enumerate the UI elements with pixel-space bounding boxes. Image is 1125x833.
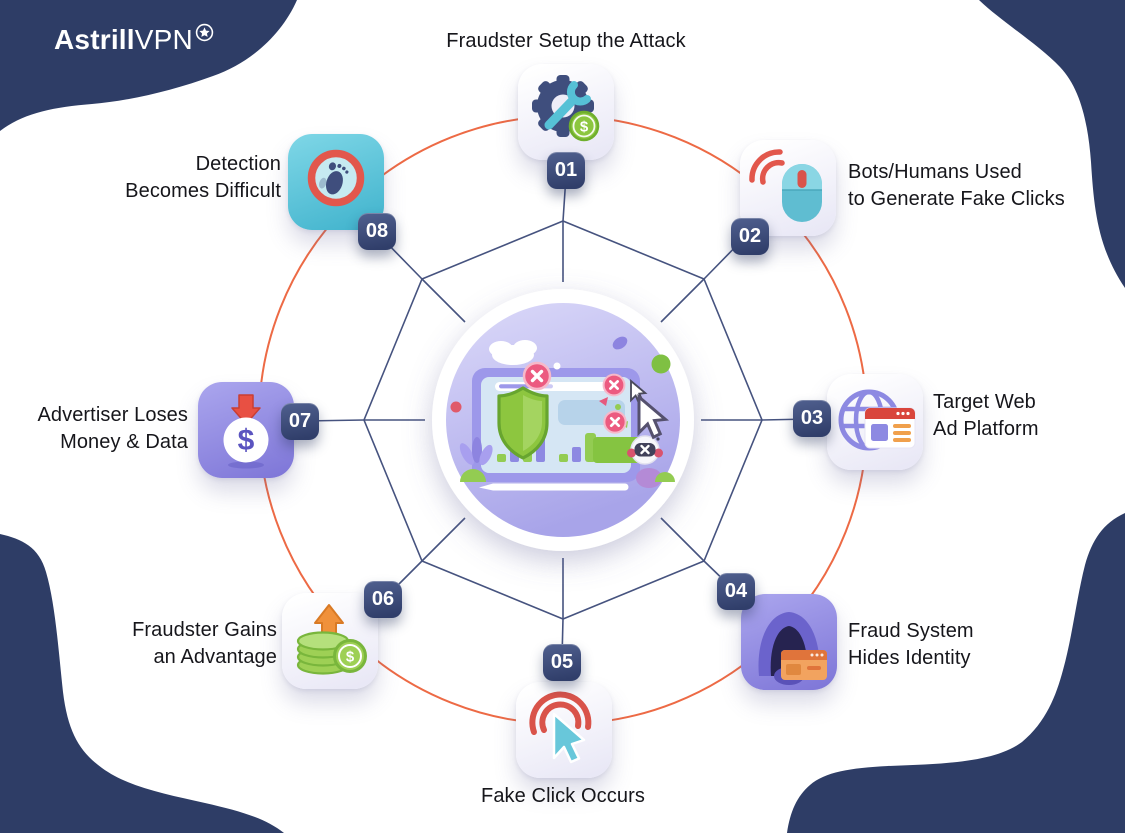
corner-blob-top-right: [979, 0, 1125, 288]
error-x-icon: [522, 361, 552, 391]
step-08-number-badge: 08: [358, 213, 396, 250]
corner-blob-top-left: [0, 0, 297, 131]
step-03-label: Target Web Ad Platform: [933, 391, 1039, 440]
svg-text:$: $: [238, 424, 255, 457]
step-02-label: Bots/Humans Used to Generate Fake Clicks: [848, 161, 1065, 210]
red-dot: [450, 401, 462, 413]
step-06-number-badge: 06: [364, 581, 402, 618]
center-illustration: [432, 289, 694, 551]
svg-text:$: $: [580, 119, 589, 136]
star-in-circle-icon: [195, 23, 214, 42]
gear-wrench-dollar-icon: $: [532, 75, 600, 142]
step-03-icon-tile: [827, 374, 923, 470]
footprint-ring-icon: [307, 149, 365, 207]
green-dot: [651, 354, 671, 374]
mouse-click-signal-icon: [749, 149, 822, 222]
step-03-number-badge: 03: [793, 400, 831, 437]
step-08-label: Detection Becomes Difficult: [125, 153, 281, 202]
dollar-drop-icon: $: [223, 394, 269, 469]
step-05-number-badge: 05: [543, 644, 581, 681]
error-x-icon: [602, 409, 628, 435]
step-04-label: Fraud System Hides Identity: [848, 620, 974, 669]
money-stack-growth-icon: $: [296, 604, 367, 675]
svg-text:$: $: [346, 649, 355, 666]
stylus-base: [479, 483, 629, 491]
step-05-label: Fake Click Occurs: [481, 785, 645, 807]
step-07-number-badge: 07: [281, 403, 319, 440]
step-01-label: Fraudster Setup the Attack: [446, 30, 686, 52]
step-07-label: Advertiser Loses Money & Data: [37, 404, 188, 453]
hooded-hacker-icon: [758, 612, 827, 685]
green-mound: [655, 472, 675, 482]
step-01-icon-tile: $: [518, 64, 614, 160]
logo-brand-regular: VPN: [134, 24, 193, 55]
step-04-number-badge: 04: [717, 573, 755, 610]
corner-blob-bottom-right: [787, 513, 1125, 833]
plant-decoration: [459, 437, 493, 482]
step-06-label: Fraudster Gains an Advantage: [132, 619, 277, 668]
globe-ad-window-icon: [838, 389, 916, 451]
blocked-bot-icon: [627, 433, 663, 465]
step-01-number-badge: 01: [547, 152, 585, 189]
error-x-icon: [602, 373, 626, 397]
purple-mound: [636, 468, 662, 488]
step-07-icon-tile: $: [198, 382, 294, 478]
step-02-number-badge: 02: [731, 218, 769, 255]
step-05-icon-tile: [516, 682, 612, 778]
logo-brand-bold: Astrill: [54, 24, 135, 55]
step-04-icon-tile: [741, 594, 837, 690]
purple-dot: [612, 336, 628, 350]
step-06-icon-tile: $: [282, 593, 378, 689]
cloud-icon: [489, 340, 537, 365]
cursor-click-icon: [529, 691, 592, 764]
corner-blob-bottom-left: [0, 534, 284, 833]
